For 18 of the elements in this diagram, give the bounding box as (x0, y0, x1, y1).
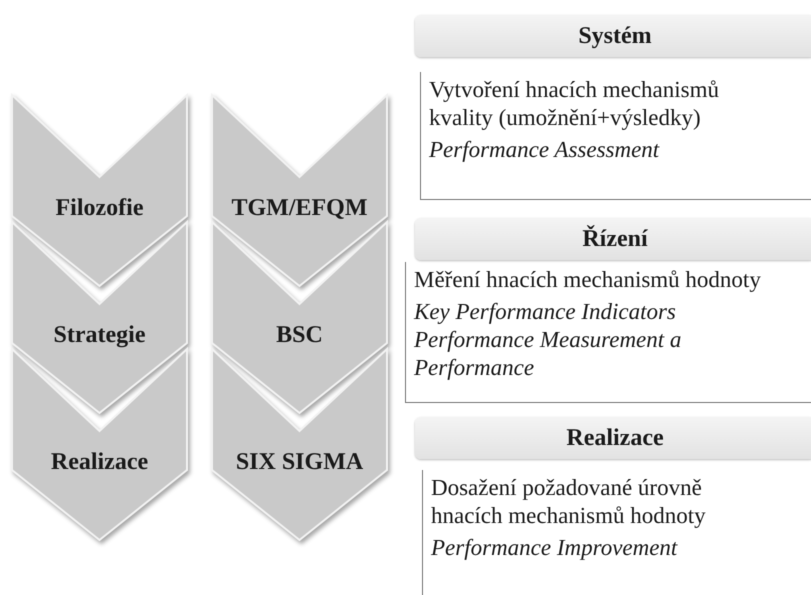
section-header: Řízení (415, 218, 811, 260)
section-header: Systém (415, 15, 811, 57)
chevron-label: BSC (275, 322, 324, 349)
description-text: Dosažení požadované úrovně hnacích mechanismů hodnoty (431, 474, 707, 530)
description-text: Vytvoření hnacích mechanismů kvality (umožnění+výsledky) (429, 76, 720, 132)
text-panel (420, 72, 811, 200)
chevron-label: SIX SIGMA (234, 449, 364, 476)
english-term: Performance Assessment (429, 136, 660, 164)
chevron-label: Filozofie (54, 195, 144, 222)
english-term: Key Performance Indicators (414, 298, 677, 326)
chevron-label: Realizace (50, 449, 150, 476)
english-term: Performance Measurement a Performance (414, 326, 682, 382)
text-panel (405, 262, 811, 403)
chevron-label: Strategie (52, 322, 146, 349)
description-text: Měření hnacích mechanismů hodnoty (414, 266, 762, 294)
section-header: Realizace (415, 417, 811, 459)
chevron-label: TGM/EFQM (230, 195, 368, 222)
english-term: Performance Improvement (431, 534, 679, 562)
